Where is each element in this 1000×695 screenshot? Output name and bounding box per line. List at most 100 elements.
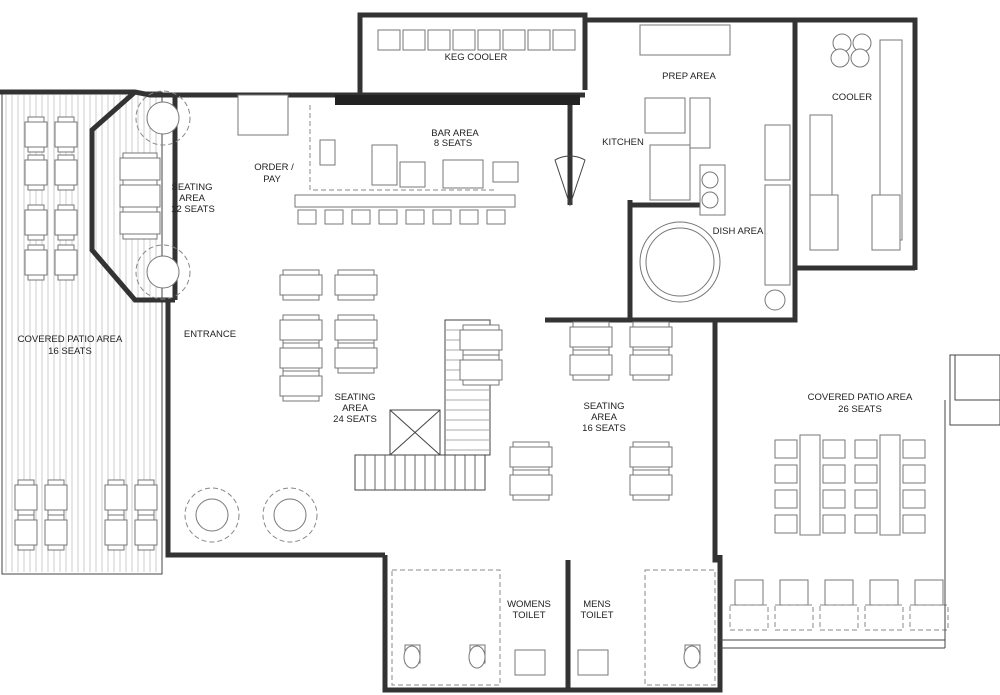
chair [462,379,500,386]
keg [427,29,451,51]
chair [854,514,878,534]
chair [902,464,926,484]
chair [512,441,550,448]
label-prep-area: PREP AREA [662,71,716,82]
chair [822,489,846,509]
table [279,314,323,346]
table-top [569,354,613,376]
label-cooler: COOLER [832,92,872,103]
room-labels: KEG COOLER PREP AREA COOLER BAR AREA 8 S… [18,52,913,621]
chair [57,234,75,241]
chair [57,274,75,281]
table-top [334,347,378,369]
chair [27,204,45,211]
chair [57,146,75,153]
chair [774,439,798,459]
round-table-chairs [135,244,191,300]
table-top [24,249,48,276]
chair [822,439,846,459]
table [24,244,48,281]
chair [854,439,878,459]
table [54,116,78,153]
chair [282,342,320,349]
patio-bench [909,604,949,631]
table-top [54,209,78,236]
chair [27,116,45,123]
chair [282,269,320,276]
chair [57,244,75,251]
label-patio-26-seats: 26 SEATS [838,404,882,415]
table-top [334,319,378,341]
patio-bench [774,604,814,631]
label-seating-16-seats: 16 SEATS [582,423,626,434]
chair [822,514,846,534]
round-table [195,498,229,532]
round-table [273,498,307,532]
chair [137,544,155,551]
table-top [509,474,553,496]
label-patio-26: COVERED PATIO AREA [808,392,913,403]
patio-bench [864,604,904,631]
label-mens-toilet-1: MENS [583,599,610,610]
chair [774,489,798,509]
chair [27,154,45,161]
chair [902,489,926,509]
table-top [569,326,613,348]
right-patio-rail [720,354,1000,649]
bar-stool [486,209,506,225]
table-top [54,249,78,276]
table-top [119,211,161,235]
bar-stool [378,209,398,225]
label-kitchen: KITCHEN [602,137,644,148]
keg [477,29,501,51]
table-top [629,354,673,376]
chair [462,324,500,331]
chair [774,514,798,534]
stair-run [444,319,491,456]
table [334,314,378,346]
chair [854,489,878,509]
chair [17,479,35,486]
table-top [459,329,503,351]
chair [137,514,155,521]
chair [107,514,125,521]
round-table-chairs [184,487,240,543]
patio-chair [734,579,764,606]
chair [854,464,878,484]
table [629,349,673,381]
keg [377,29,401,51]
chair [137,479,155,486]
chair [17,509,35,516]
table [134,514,158,551]
chair [107,509,125,516]
label-seating-12-1: SEATING [172,182,213,193]
chair [27,244,45,251]
bar-stool [432,209,452,225]
table [104,479,128,516]
keg-cooler-kegs [377,29,576,51]
table-top [104,484,128,511]
chair [774,464,798,484]
chair [17,514,35,521]
table [459,324,503,356]
kitchen-equipment [554,24,791,311]
table [509,469,553,501]
table-top [54,159,78,186]
table-top [44,484,68,511]
chair [902,514,926,534]
table-top [509,446,553,468]
table-top [44,519,68,546]
chair [572,374,610,381]
label-entrance: ENTRANCE [184,329,236,340]
label-seating-24-1: SEATING [335,392,376,403]
patio-chair [869,579,899,606]
label-keg-cooler: KEG COOLER [445,52,508,63]
table-top [24,209,48,236]
label-seating-16-2: AREA [591,412,618,423]
table [459,354,503,386]
keg [402,29,426,51]
chair [57,116,75,123]
chair [462,349,500,356]
keg [452,29,476,51]
keg [527,29,551,51]
